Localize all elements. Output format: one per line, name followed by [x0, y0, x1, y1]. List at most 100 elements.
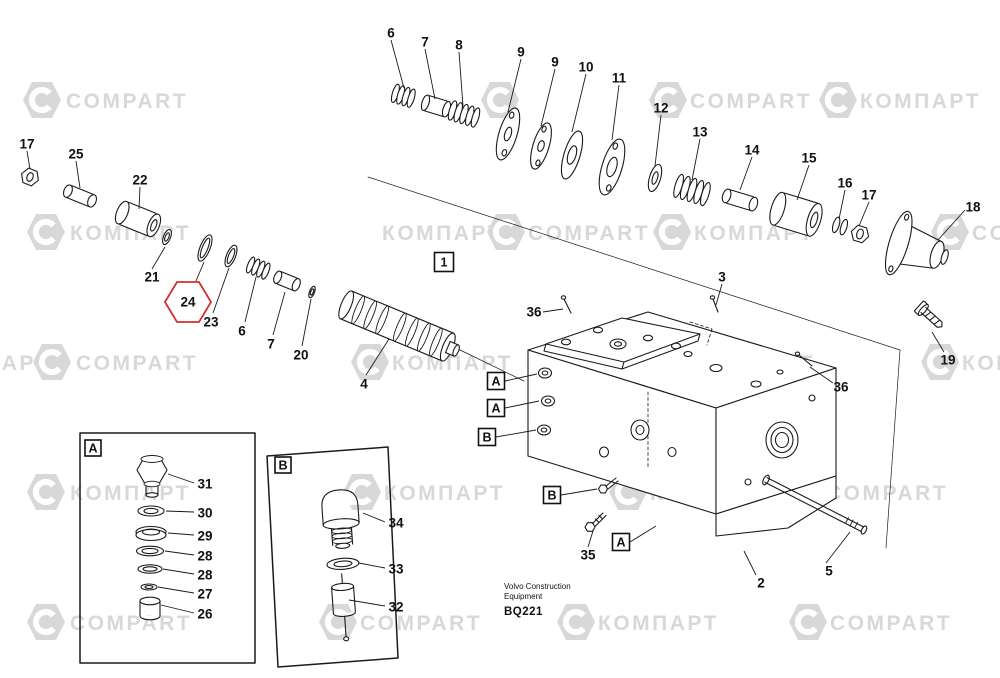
- part-number-callout-6: 6: [238, 324, 246, 339]
- watermark-text: КОМПАРТ: [598, 612, 719, 635]
- watermark-hexagon-logo: [653, 214, 691, 250]
- watermark-text: COMPART: [972, 222, 1000, 245]
- part-number-callout-25: 25: [68, 147, 84, 162]
- part-22-piston: [114, 200, 162, 238]
- part-29-ring: [135, 525, 167, 542]
- part-number-callout-7: 7: [267, 337, 275, 352]
- part-16-washers: [831, 216, 849, 236]
- watermark-text: COMPART: [690, 90, 812, 113]
- part-number-callout-6: 6: [387, 26, 395, 41]
- boxed-callout-frame-A: [611, 532, 631, 552]
- watermark-text: COMPART: [70, 612, 192, 635]
- boxed-callout-frame-B: [274, 456, 292, 474]
- boxed-callout-B: B: [482, 431, 491, 445]
- part-number-callout-18: 18: [965, 200, 981, 215]
- watermark-hexagon-logo: [319, 604, 357, 640]
- part-number-callout-30: 30: [197, 506, 212, 521]
- boxed-callout-frame-A: [486, 398, 506, 418]
- part-14-pin: [721, 188, 759, 212]
- part-number-callout-31: 31: [197, 477, 213, 492]
- part-36-pin-left: [560, 295, 572, 314]
- part-6-spring-top: [390, 83, 416, 108]
- part-number-callout-27: 27: [197, 587, 212, 602]
- boxed-callout-A: A: [616, 536, 625, 550]
- part-4-spool: [338, 290, 460, 362]
- part-24-o-ring: [197, 234, 213, 262]
- watermark-text: COMPART: [66, 90, 188, 113]
- watermark-text: COMPART: [528, 222, 650, 245]
- inset-detail-b: [266, 446, 399, 668]
- part-20-ring: [308, 285, 316, 299]
- part-number-callout-36: 36: [526, 305, 542, 320]
- part-number-callout-28: 28: [197, 549, 213, 564]
- watermark-text: КОМПАРТ: [392, 352, 513, 375]
- boxed-callout-frame-B: [477, 427, 497, 447]
- part-18-end-cap: [884, 210, 949, 276]
- watermark-text: КОМПАРТ: [962, 352, 1000, 375]
- watermark-hexagon-logo: [23, 82, 61, 118]
- part-number-callout-28: 28: [197, 568, 213, 583]
- part-number-callout-34: 34: [388, 516, 404, 531]
- part-number-callout-24: 24: [180, 295, 196, 310]
- part-number-callout-32: 32: [388, 600, 403, 615]
- watermark-layer: COMPART COMPART КОМПАРТ КОМПАРТ КОМПАРТ COMPA…: [0, 82, 1000, 640]
- part-28-ring-a: [135, 545, 165, 557]
- part-2-valve-body: [527, 311, 837, 537]
- boxed-callout-A: A: [491, 375, 500, 389]
- part-number-callout-3: 3: [718, 270, 726, 285]
- watermark-text: COMPART: [360, 612, 482, 635]
- watermark-hexagon-logo: [27, 604, 65, 640]
- publisher-name-line2: Equipment: [504, 591, 543, 601]
- figure-caption: Volvo Construction Equipment BQ221: [504, 582, 571, 618]
- part-number-callout-5: 5: [825, 564, 833, 579]
- part-7-sleeve-top: [420, 94, 452, 118]
- watermark-hexagon-logo: [27, 214, 65, 250]
- part-number-callout-22: 22: [132, 173, 147, 188]
- part-number-callout-11: 11: [612, 71, 627, 86]
- part-9-disc-a: [495, 107, 521, 161]
- part-number-callout-13: 13: [692, 125, 708, 140]
- part-number-callout-10: 10: [578, 60, 593, 75]
- part-33-washer: [326, 557, 360, 570]
- part-number-callout-19: 19: [940, 353, 955, 368]
- watermark-text: COMPART: [76, 352, 198, 375]
- part-number-callout-12: 12: [653, 101, 668, 116]
- part-number-callout-33: 33: [388, 562, 404, 577]
- boxed-callout-frame-A: [486, 371, 506, 391]
- watermark-hexagon-logo: [789, 604, 827, 640]
- part-3-plug: [709, 295, 719, 313]
- diagram-line-art: [21, 83, 949, 668]
- watermark-text: COMPART: [830, 612, 952, 635]
- part-number-callout-21: 21: [144, 270, 160, 285]
- part-number-callout-26: 26: [197, 607, 213, 622]
- watermark-text: КОМПАРТ: [860, 90, 981, 113]
- part-number-callout-14: 14: [744, 143, 760, 158]
- boxed-callout-B: B: [547, 489, 556, 503]
- part-13-spring: [673, 173, 711, 207]
- part-number-callout-20: 20: [293, 348, 308, 363]
- part-8-ribbed-bushing: [447, 100, 481, 128]
- part-30-ring: [137, 505, 165, 517]
- highlight-hexagon-badge: [163, 281, 213, 323]
- part-number-callout-23: 23: [203, 315, 219, 330]
- boxed-callout-B: B: [278, 459, 287, 473]
- watermark-text: КОМПАРТ: [384, 482, 505, 505]
- part-15-piston: [769, 191, 823, 237]
- inset-b-parts: [321, 489, 360, 642]
- inset-detail-a: [79, 432, 256, 664]
- watermark-text: COMPART: [826, 482, 948, 505]
- part-26-cup: [139, 596, 161, 621]
- boxed-callout-1: 1: [441, 256, 448, 270]
- part-number-callout-8: 8: [455, 38, 463, 53]
- part-32-valve-cone: [331, 573, 356, 642]
- boxed-callout-A: A: [88, 442, 97, 456]
- part-number-callout-4: 4: [360, 377, 368, 392]
- part-21-washer: [162, 228, 172, 246]
- part-36-pin-right: [794, 351, 813, 367]
- part-31-plug-bolt: [136, 455, 168, 498]
- part-34-valve-poppet: [321, 489, 360, 549]
- part-9-disc-b: [530, 122, 552, 170]
- watermark-hexagon-logo: [27, 474, 65, 510]
